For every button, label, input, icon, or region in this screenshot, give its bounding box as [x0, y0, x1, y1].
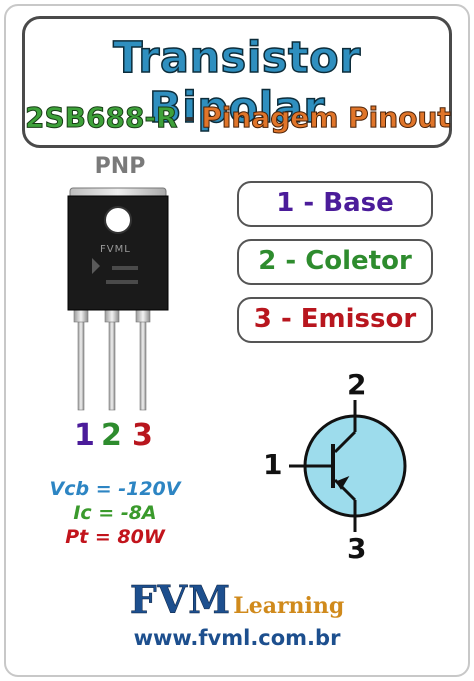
- brand-name: FVM: [129, 577, 232, 623]
- package-pin-number-2: 2: [101, 418, 122, 453]
- brand-logo: FVMLearning: [0, 577, 474, 623]
- package-marking: FVML: [100, 244, 131, 255]
- part-number: 2SB688-R: [25, 101, 179, 135]
- transistor-type: PNP: [94, 154, 146, 179]
- package-pin-number-3: 3: [132, 418, 153, 453]
- spec-pt: Pt = 80W: [65, 526, 165, 548]
- transistor-package-image: FVML: [67, 187, 169, 411]
- emitter-arrow: [335, 475, 350, 490]
- pin-label-base: 1 - Base: [237, 181, 433, 227]
- brand-suffix: Learning: [233, 593, 345, 619]
- pin-label-emissor: 3 - Emissor: [237, 297, 433, 343]
- symbol-pin-emitter: 3: [347, 532, 367, 565]
- pnp-transistor-symbol: [289, 400, 407, 532]
- symbol-pin-base: 1: [263, 448, 283, 481]
- title-box: Transistor Bipolar 2SB688-R-Pinagem Pino…: [22, 16, 452, 148]
- subtitle: 2SB688-R-Pinagem Pinout: [25, 101, 452, 135]
- page-title: Transistor Bipolar: [112, 32, 361, 134]
- website-link[interactable]: www.fvml.com.br: [133, 626, 341, 650]
- package-pin-number-1: 1: [74, 418, 95, 453]
- spec-ic: Ic = -8A: [73, 502, 157, 524]
- pinout-label: Pinagem Pinout: [201, 101, 452, 135]
- subtitle-separator: -: [183, 101, 196, 134]
- pin-label-coletor: 2 - Coletor: [237, 239, 433, 285]
- mounting-hole: [104, 206, 132, 234]
- spec-vcb: Vcb = -120V: [49, 478, 181, 500]
- symbol-pin-collector: 2: [347, 368, 367, 401]
- plastic-body: [67, 195, 169, 311]
